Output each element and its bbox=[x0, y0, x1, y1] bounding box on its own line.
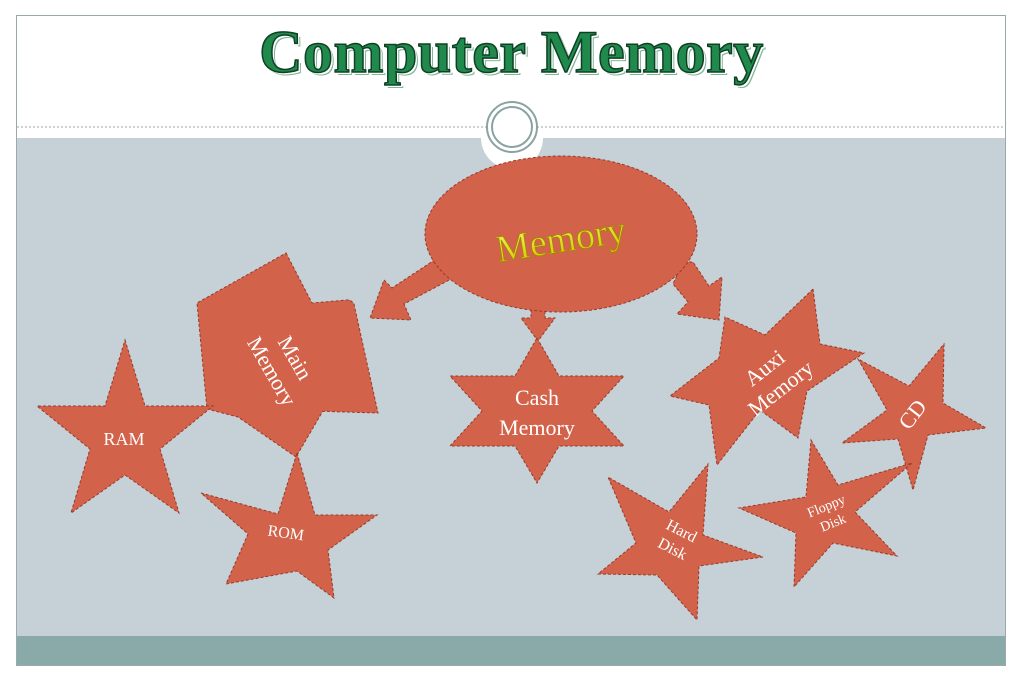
cash-memory-label: Cash Memory bbox=[499, 385, 575, 440]
svg-text:Memory: Memory bbox=[499, 415, 575, 440]
ram-star bbox=[35, 338, 215, 515]
auxi-memory-star bbox=[668, 287, 866, 467]
cd-star bbox=[840, 342, 988, 492]
footer-bar bbox=[17, 636, 1005, 665]
cash-memory-star bbox=[448, 337, 626, 484]
floppy-disk-star bbox=[737, 438, 913, 589]
slide-title: Computer Memory bbox=[258, 18, 764, 86]
ram-label: RAM bbox=[103, 429, 144, 449]
arrow-to-main-memory bbox=[369, 254, 454, 321]
memory-root-node bbox=[424, 155, 698, 313]
arrow-to-auxi-memory bbox=[672, 261, 723, 321]
svg-text:Cash: Cash bbox=[515, 385, 559, 410]
hard-disk-star bbox=[596, 462, 764, 622]
rom-label: ROM bbox=[267, 523, 305, 545]
divider-circle-inner bbox=[491, 106, 533, 148]
main-memory-star bbox=[196, 252, 379, 458]
rom-star bbox=[200, 451, 379, 600]
